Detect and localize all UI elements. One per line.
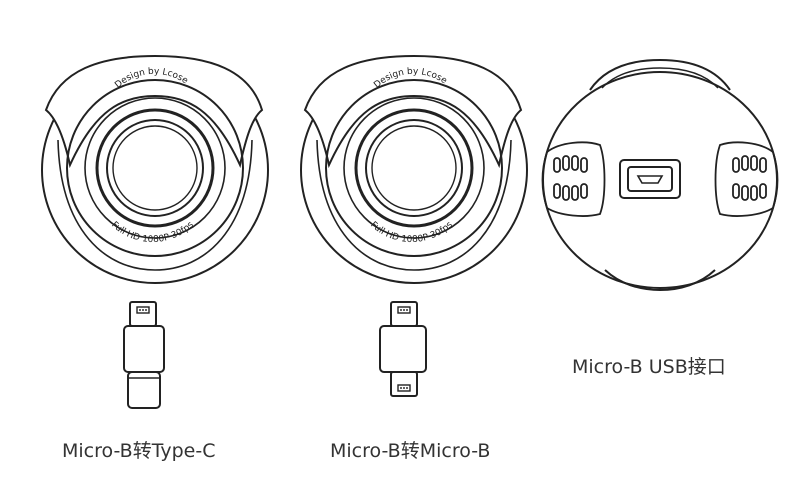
micro-b-plug bbox=[129, 301, 157, 327]
grip-right bbox=[714, 141, 779, 217]
lens-spec-text: Full HD 1080P 30fps bbox=[368, 220, 455, 245]
lens-ring-inner bbox=[365, 119, 463, 217]
lens-glass bbox=[112, 125, 198, 211]
lens-ring-text bbox=[343, 97, 485, 239]
adapter-body bbox=[379, 325, 427, 373]
camera-front-left bbox=[41, 54, 269, 284]
caption-micro-b-adapter: Micro-B转Micro-B bbox=[330, 440, 491, 462]
top-lens-dome-inner bbox=[601, 67, 719, 89]
adapter-micro-b-to-micro-b bbox=[379, 301, 427, 397]
grip-slots bbox=[553, 155, 767, 201]
micro-b-plug-top bbox=[390, 301, 418, 327]
adapter-micro-b-to-type-c bbox=[123, 301, 165, 409]
camera-shield-hood bbox=[303, 54, 523, 169]
lens-ring-outer bbox=[325, 79, 503, 257]
lens-ring-inner bbox=[106, 119, 204, 217]
lens-spec-text: Full HD 1080P 30fps bbox=[109, 220, 196, 245]
lens-ring-outer bbox=[66, 79, 244, 257]
camera-body-inner-edge bbox=[316, 139, 512, 271]
micro-b-contact-marks bbox=[139, 309, 147, 311]
lens-ring-mid bbox=[354, 108, 474, 228]
camera-front-middle bbox=[300, 54, 528, 284]
type-c-plug bbox=[127, 371, 161, 409]
top-lens-dome bbox=[589, 58, 731, 91]
lens-glass bbox=[371, 125, 457, 211]
grip-left bbox=[541, 141, 606, 217]
micro-b-plug-bottom bbox=[390, 371, 418, 397]
adapter-body bbox=[123, 325, 165, 373]
camera-body-inner-edge bbox=[57, 139, 253, 271]
micro-b-contacts bbox=[136, 306, 150, 314]
bottom-lens-dome bbox=[604, 269, 716, 292]
lens-ring-mid bbox=[95, 108, 215, 228]
usb-port-tongue bbox=[636, 175, 664, 184]
caption-type-c-adapter: Micro-B转Type-C bbox=[62, 440, 216, 462]
lens-ring-text bbox=[84, 97, 226, 239]
camera-back-right bbox=[541, 58, 779, 292]
caption-usb-port: Micro-B USB接口 bbox=[572, 356, 726, 378]
camera-shield-hood bbox=[44, 54, 264, 169]
usb-port-opening bbox=[627, 166, 673, 192]
usb-port-housing bbox=[619, 159, 681, 199]
